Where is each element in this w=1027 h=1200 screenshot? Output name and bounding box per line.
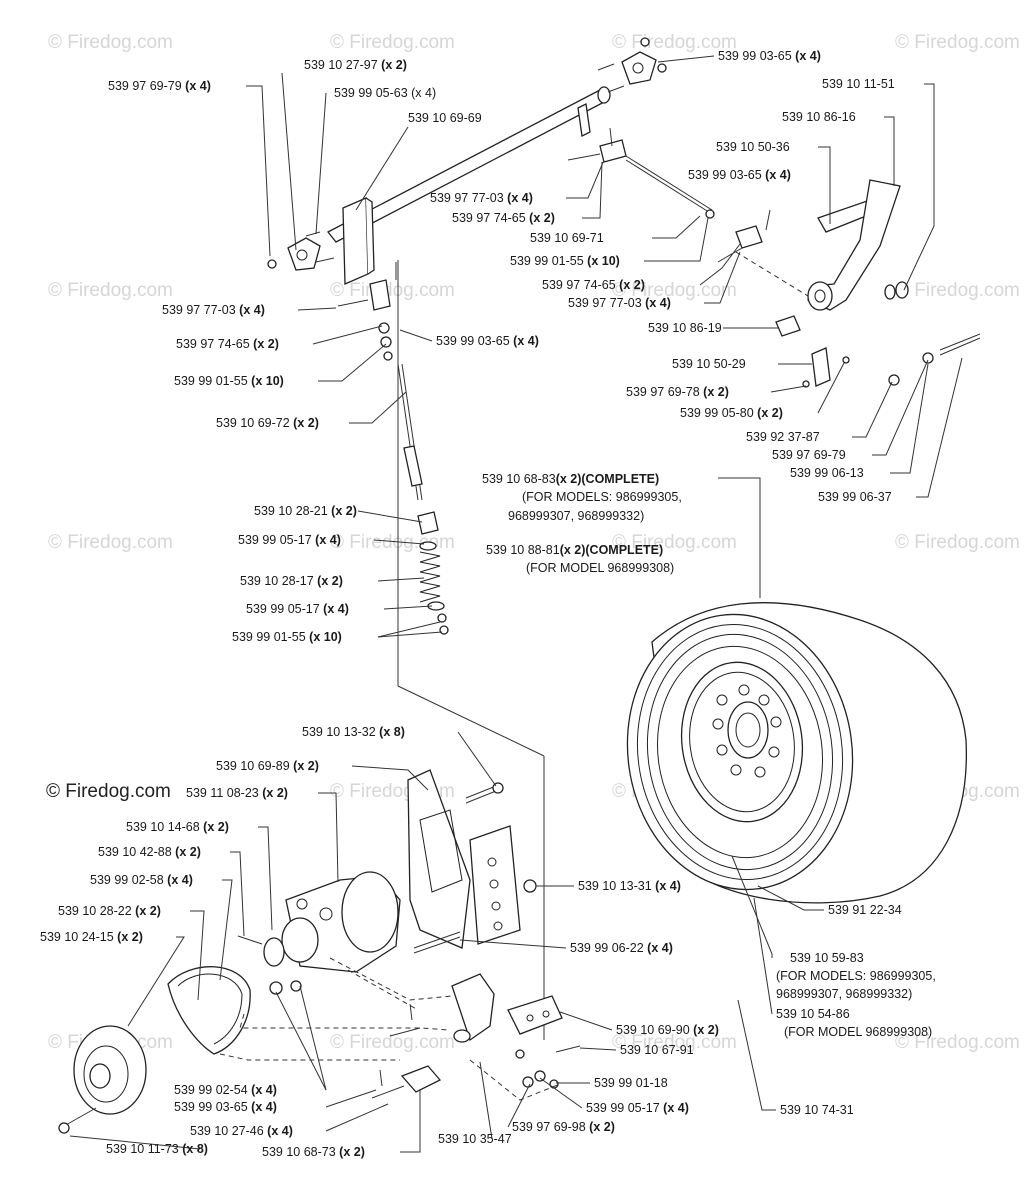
part-callout: 539 99 05-63 (x 4) [334, 86, 436, 100]
part-callout: 539 10 35-47 [438, 1132, 512, 1146]
part-callout: 539 10 42-88 (x 2) [98, 845, 201, 859]
part-callout: 539 99 06-37 [818, 490, 892, 504]
part-callout: 539 97 69-78 (x 2) [626, 385, 729, 399]
part-callout: 539 10 68-83(x 2)(COMPLETE) [482, 472, 659, 486]
part-callout: 539 10 68-73 (x 2) [262, 1145, 365, 1159]
part-callout-note: 968999307, 968999332) [508, 509, 644, 523]
part-callout: 539 99 05-17 (x 4) [586, 1101, 689, 1115]
part-callout: 539 99 05-80 (x 2) [680, 406, 783, 420]
part-callout: 539 10 28-22 (x 2) [58, 904, 161, 918]
watermark: © Firedog.com [612, 32, 737, 53]
part-callout: 539 10 50-36 [716, 140, 790, 154]
part-callout: 539 10 28-17 (x 2) [240, 574, 343, 588]
part-callout-note: (FOR MODEL 968999308) [784, 1025, 932, 1039]
part-callout: 539 10 74-31 [780, 1103, 854, 1117]
part-callout: 539 11 08-23 (x 2) [186, 786, 288, 800]
part-callout: 539 10 27-46 (x 4) [190, 1124, 293, 1138]
part-callout: 539 97 69-79 [772, 448, 846, 462]
part-callout: 539 10 69-89 (x 2) [216, 759, 319, 773]
part-callout: 539 97 69-79 (x 4) [108, 79, 211, 93]
part-callout: 539 10 59-83 [790, 951, 864, 965]
part-callout: 539 97 77-03 (x 4) [568, 296, 671, 310]
watermark: © Firedog.com [330, 1032, 455, 1053]
part-callout: 539 97 74-65 (x 2) [176, 337, 279, 351]
part-callout: 539 10 86-16 [782, 110, 856, 124]
part-callout: 539 10 69-69 [408, 111, 482, 125]
watermark: © Firedog.com [612, 1032, 737, 1053]
wheel-motor-assembly [58, 769, 581, 1134]
leader-lines [69, 55, 963, 1153]
brand-watermark: © Firedog.com [46, 781, 171, 802]
part-callout: 539 10 27-97 (x 2) [304, 58, 407, 72]
part-callout: 539 99 02-54 (x 4) [174, 1083, 277, 1097]
watermark: © Firedog.com [895, 532, 1020, 553]
part-callout: 539 99 06-13 [790, 466, 864, 480]
part-callout: 539 10 13-31 (x 4) [578, 879, 681, 893]
watermark: © Firedog.com [330, 280, 455, 301]
cross-shaft-assembly [267, 37, 981, 388]
part-callout: 539 91 22-34 [828, 903, 902, 917]
watermark: © Firedog.com [48, 532, 173, 553]
part-callout: 539 97 74-65 (x 2) [542, 278, 645, 292]
watermark: © Firedog.com [330, 32, 455, 53]
part-callout: 539 97 77-03 (x 4) [162, 303, 265, 317]
part-callout: 539 97 77-03 (x 4) [430, 191, 533, 205]
part-callout: 539 10 67-91 [620, 1043, 694, 1057]
watermark: © Firedog.com [48, 32, 173, 53]
part-callout-note: (FOR MODEL 968999308) [526, 561, 674, 575]
part-callout: 539 99 05-17 (x 4) [246, 602, 349, 616]
watermark: © Firedog.com [330, 532, 455, 553]
part-callout: 539 10 14-68 (x 2) [126, 820, 229, 834]
watermark: © Firedog.com [895, 280, 1020, 301]
part-callout: 539 10 54-86 [776, 1007, 850, 1021]
part-callout: 539 10 69-90 (x 2) [616, 1023, 719, 1037]
part-callout: 539 99 05-17 (x 4) [238, 533, 341, 547]
part-callout: 539 10 88-81(x 2)(COMPLETE) [486, 543, 663, 557]
part-callout: 539 99 03-65 (x 4) [436, 334, 539, 348]
part-callout: 539 10 11-51 [822, 77, 895, 91]
watermark: © Firedog.com [48, 280, 173, 301]
part-callout: 539 99 01-55 (x 10) [232, 630, 342, 644]
part-callout: 539 10 24-15 (x 2) [40, 930, 143, 944]
part-callout-note: (FOR MODELS: 986999305, [776, 969, 936, 983]
part-callout-note: (FOR MODELS: 986999305, [522, 490, 682, 504]
wheel-assembly [626, 602, 967, 904]
part-callout: 539 99 06-22 (x 4) [570, 941, 673, 955]
watermark: © Firedog.com [612, 280, 737, 301]
part-callout: 539 97 69-98 (x 2) [512, 1120, 615, 1134]
part-callout: 539 10 50-29 [672, 357, 746, 371]
part-callout: 539 10 13-32 (x 8) [302, 725, 405, 739]
watermark: © Firedog.com [612, 532, 737, 553]
part-callout-note: 968999307, 968999332) [776, 987, 912, 1001]
callout-labels: 539 97 69-79 (x 4) 539 10 27-97 (x 2) 53… [40, 49, 936, 1159]
part-callout: 539 99 02-58 (x 4) [90, 873, 193, 887]
part-callout: 539 99 03-65 (x 4) [718, 49, 821, 63]
part-callout: 539 97 74-65 (x 2) [452, 211, 555, 225]
watermark: © Firedog.com [895, 1032, 1020, 1053]
part-callout: 539 10 69-71 [530, 231, 604, 245]
part-callout: 539 99 01-55 (x 10) [174, 374, 284, 388]
part-callout: 539 99 01-18 [594, 1076, 668, 1090]
part-callout: 539 92 37-87 [746, 430, 820, 444]
part-callout: 539 99 03-65 (x 4) [174, 1100, 277, 1114]
part-callout: 539 10 28-21 (x 2) [254, 504, 357, 518]
part-callout: 539 99 03-65 (x 4) [688, 168, 791, 182]
part-callout: 539 10 69-72 (x 2) [216, 416, 319, 430]
watermark: © Firedog.com [895, 32, 1020, 53]
part-callout: 539 10 86-19 [648, 321, 722, 335]
part-callout: 539 10 11-73 (x 8) [106, 1142, 208, 1156]
part-callout: 539 99 01-55 (x 10) [510, 254, 620, 268]
vertical-link-rod [337, 260, 545, 1040]
